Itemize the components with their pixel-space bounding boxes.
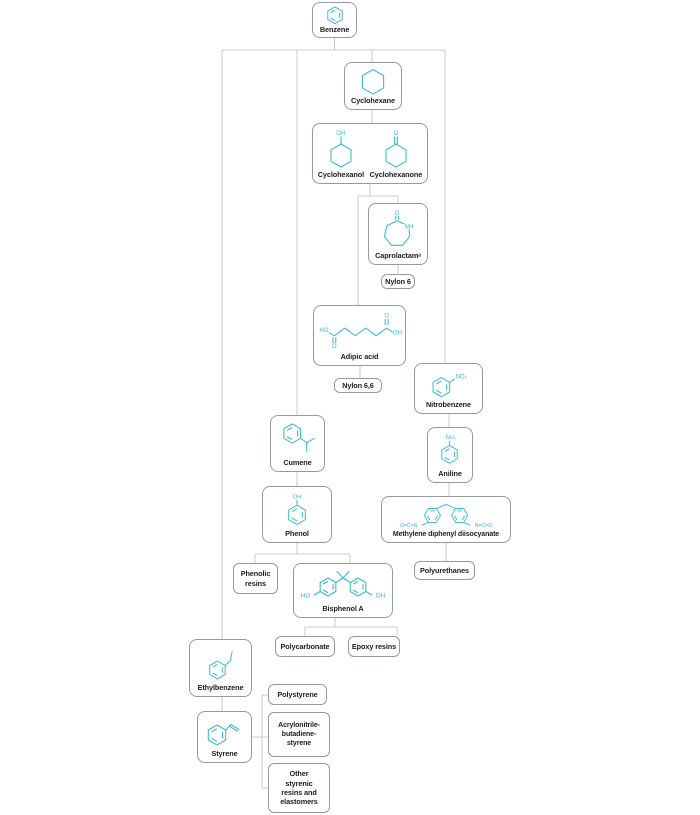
node-label: Cumene — [283, 457, 312, 467]
structure-aniline-icon: NH₂ — [441, 435, 458, 464]
node-aniline: NH₂ Aniline — [427, 427, 473, 483]
node-label: Phenolic resins — [240, 569, 271, 588]
node-polystyrene: Polystyrene — [268, 684, 327, 705]
structure-benzene-icon — [326, 6, 343, 25]
node-epoxy-resins: Epoxy resins — [348, 636, 400, 657]
node-label: Methylene diphenyl diisocyanate — [392, 530, 500, 538]
structure-mdi-icon: O=C=N N=C=O — [400, 503, 492, 529]
node-label: Ethylbenzene — [197, 682, 244, 692]
node-label: Polyurethanes — [420, 565, 469, 575]
node-label: Epoxy resins — [351, 641, 397, 651]
node-label: Cyclohexane — [351, 95, 395, 105]
node-benzene: Benzene — [312, 2, 357, 38]
atom-label-o: O — [384, 314, 389, 320]
structure-cyclohexanol-icon: OH — [330, 130, 352, 168]
node-cyclohexane: Cyclohexane — [344, 62, 402, 110]
structure-bisphenol-a-icon: HO OH — [301, 570, 386, 600]
node-label: Aniline — [438, 468, 462, 478]
node-label: Benzene — [319, 24, 350, 34]
node-polycarbonate: Polycarbonate — [275, 636, 335, 657]
structure-caprolactam-icon: O NH — [383, 210, 413, 246]
node-label: Caprolactamᵃ — [375, 250, 421, 260]
node-ethylbenzene: Ethylbenzene — [189, 639, 252, 697]
structure-cumene-icon — [282, 423, 315, 452]
structure-adipic-acid-icon: HO O O OH — [319, 314, 402, 349]
structure-ethylbenzene-icon — [208, 651, 233, 680]
node-label: Nitrobenzene — [425, 399, 472, 409]
atom-label-oh: OH — [393, 330, 402, 336]
node-label: Bisphenol A — [322, 603, 364, 613]
cyclohexanol-column: OH Cyclohexanol — [318, 128, 364, 179]
atom-label-oh: OH — [376, 593, 386, 600]
atom-label-ocn: O=C=N — [400, 523, 418, 529]
node-label: Adipic acid — [340, 351, 379, 361]
node-cumene: Cumene — [270, 415, 325, 472]
node-label: Polycarbonate — [280, 641, 330, 651]
node-label: Phenol — [285, 528, 309, 538]
atom-label-o: O — [393, 130, 398, 137]
structure-nitrobenzene-icon: NO₂ — [432, 375, 467, 398]
atom-label-nh2: NH₂ — [446, 435, 456, 441]
node-adipic-acid: HO O O OH Adipic acid — [313, 305, 406, 366]
atom-label-oh: OH — [293, 494, 302, 500]
node-label: Cyclohexanol — [317, 169, 365, 179]
node-label: Polystyrene — [277, 689, 318, 699]
node-nitrobenzene: NO₂ Nitrobenzene — [414, 363, 483, 414]
node-label: Styrene — [211, 748, 238, 758]
atom-label-o: O — [332, 344, 337, 349]
node-abs: Acrylonitrile- butadiene- styrene — [268, 712, 330, 757]
atom-label-no2: NO₂ — [455, 375, 467, 381]
node-label: Other styrenic resins and elastomers — [280, 769, 318, 807]
node-phenol: OH Phenol — [262, 486, 332, 543]
node-label: Nylon 6,6 — [342, 380, 374, 390]
node-mdi: O=C=N N=C=O Methylene diphenyl diisocyan… — [381, 496, 511, 543]
structure-cyclohexane-icon — [361, 68, 385, 95]
structure-phenol-icon: OH — [288, 494, 306, 525]
node-label: Cyclohexanone — [369, 169, 423, 179]
atom-label-nh: NH — [404, 223, 413, 230]
node-polyurethanes: Polyurethanes — [414, 561, 475, 580]
structure-cyclohexanone-icon: O — [385, 130, 407, 168]
node-cyclohexanol-cyclohexanone: OH Cyclohexanol O Cyclohexanone — [312, 123, 428, 184]
node-label: Acrylonitrile- butadiene- styrene — [278, 721, 320, 748]
node-caprolactam: O NH Caprolactamᵃ — [368, 203, 428, 265]
atom-label-ho: HO — [319, 328, 328, 334]
node-phenolic-resins: Phenolic resins — [233, 563, 278, 594]
node-bisphenol-a: HO OH Bisphenol A — [293, 563, 393, 618]
structure-styrene-icon — [207, 723, 240, 746]
node-styrene: Styrene — [197, 711, 252, 763]
atom-label-o: O — [395, 210, 400, 217]
node-label: Nylon 6 — [385, 276, 411, 286]
cyclohexanone-column: O Cyclohexanone — [370, 128, 423, 179]
node-nylon-66: Nylon 6,6 — [334, 378, 382, 393]
atom-label-oh: OH — [336, 130, 346, 137]
atom-label-nco: N=C=O — [475, 523, 492, 529]
node-other-styrenic: Other styrenic resins and elastomers — [268, 763, 330, 813]
node-nylon-6: Nylon 6 — [381, 274, 415, 289]
atom-label-ho: HO — [301, 593, 311, 600]
